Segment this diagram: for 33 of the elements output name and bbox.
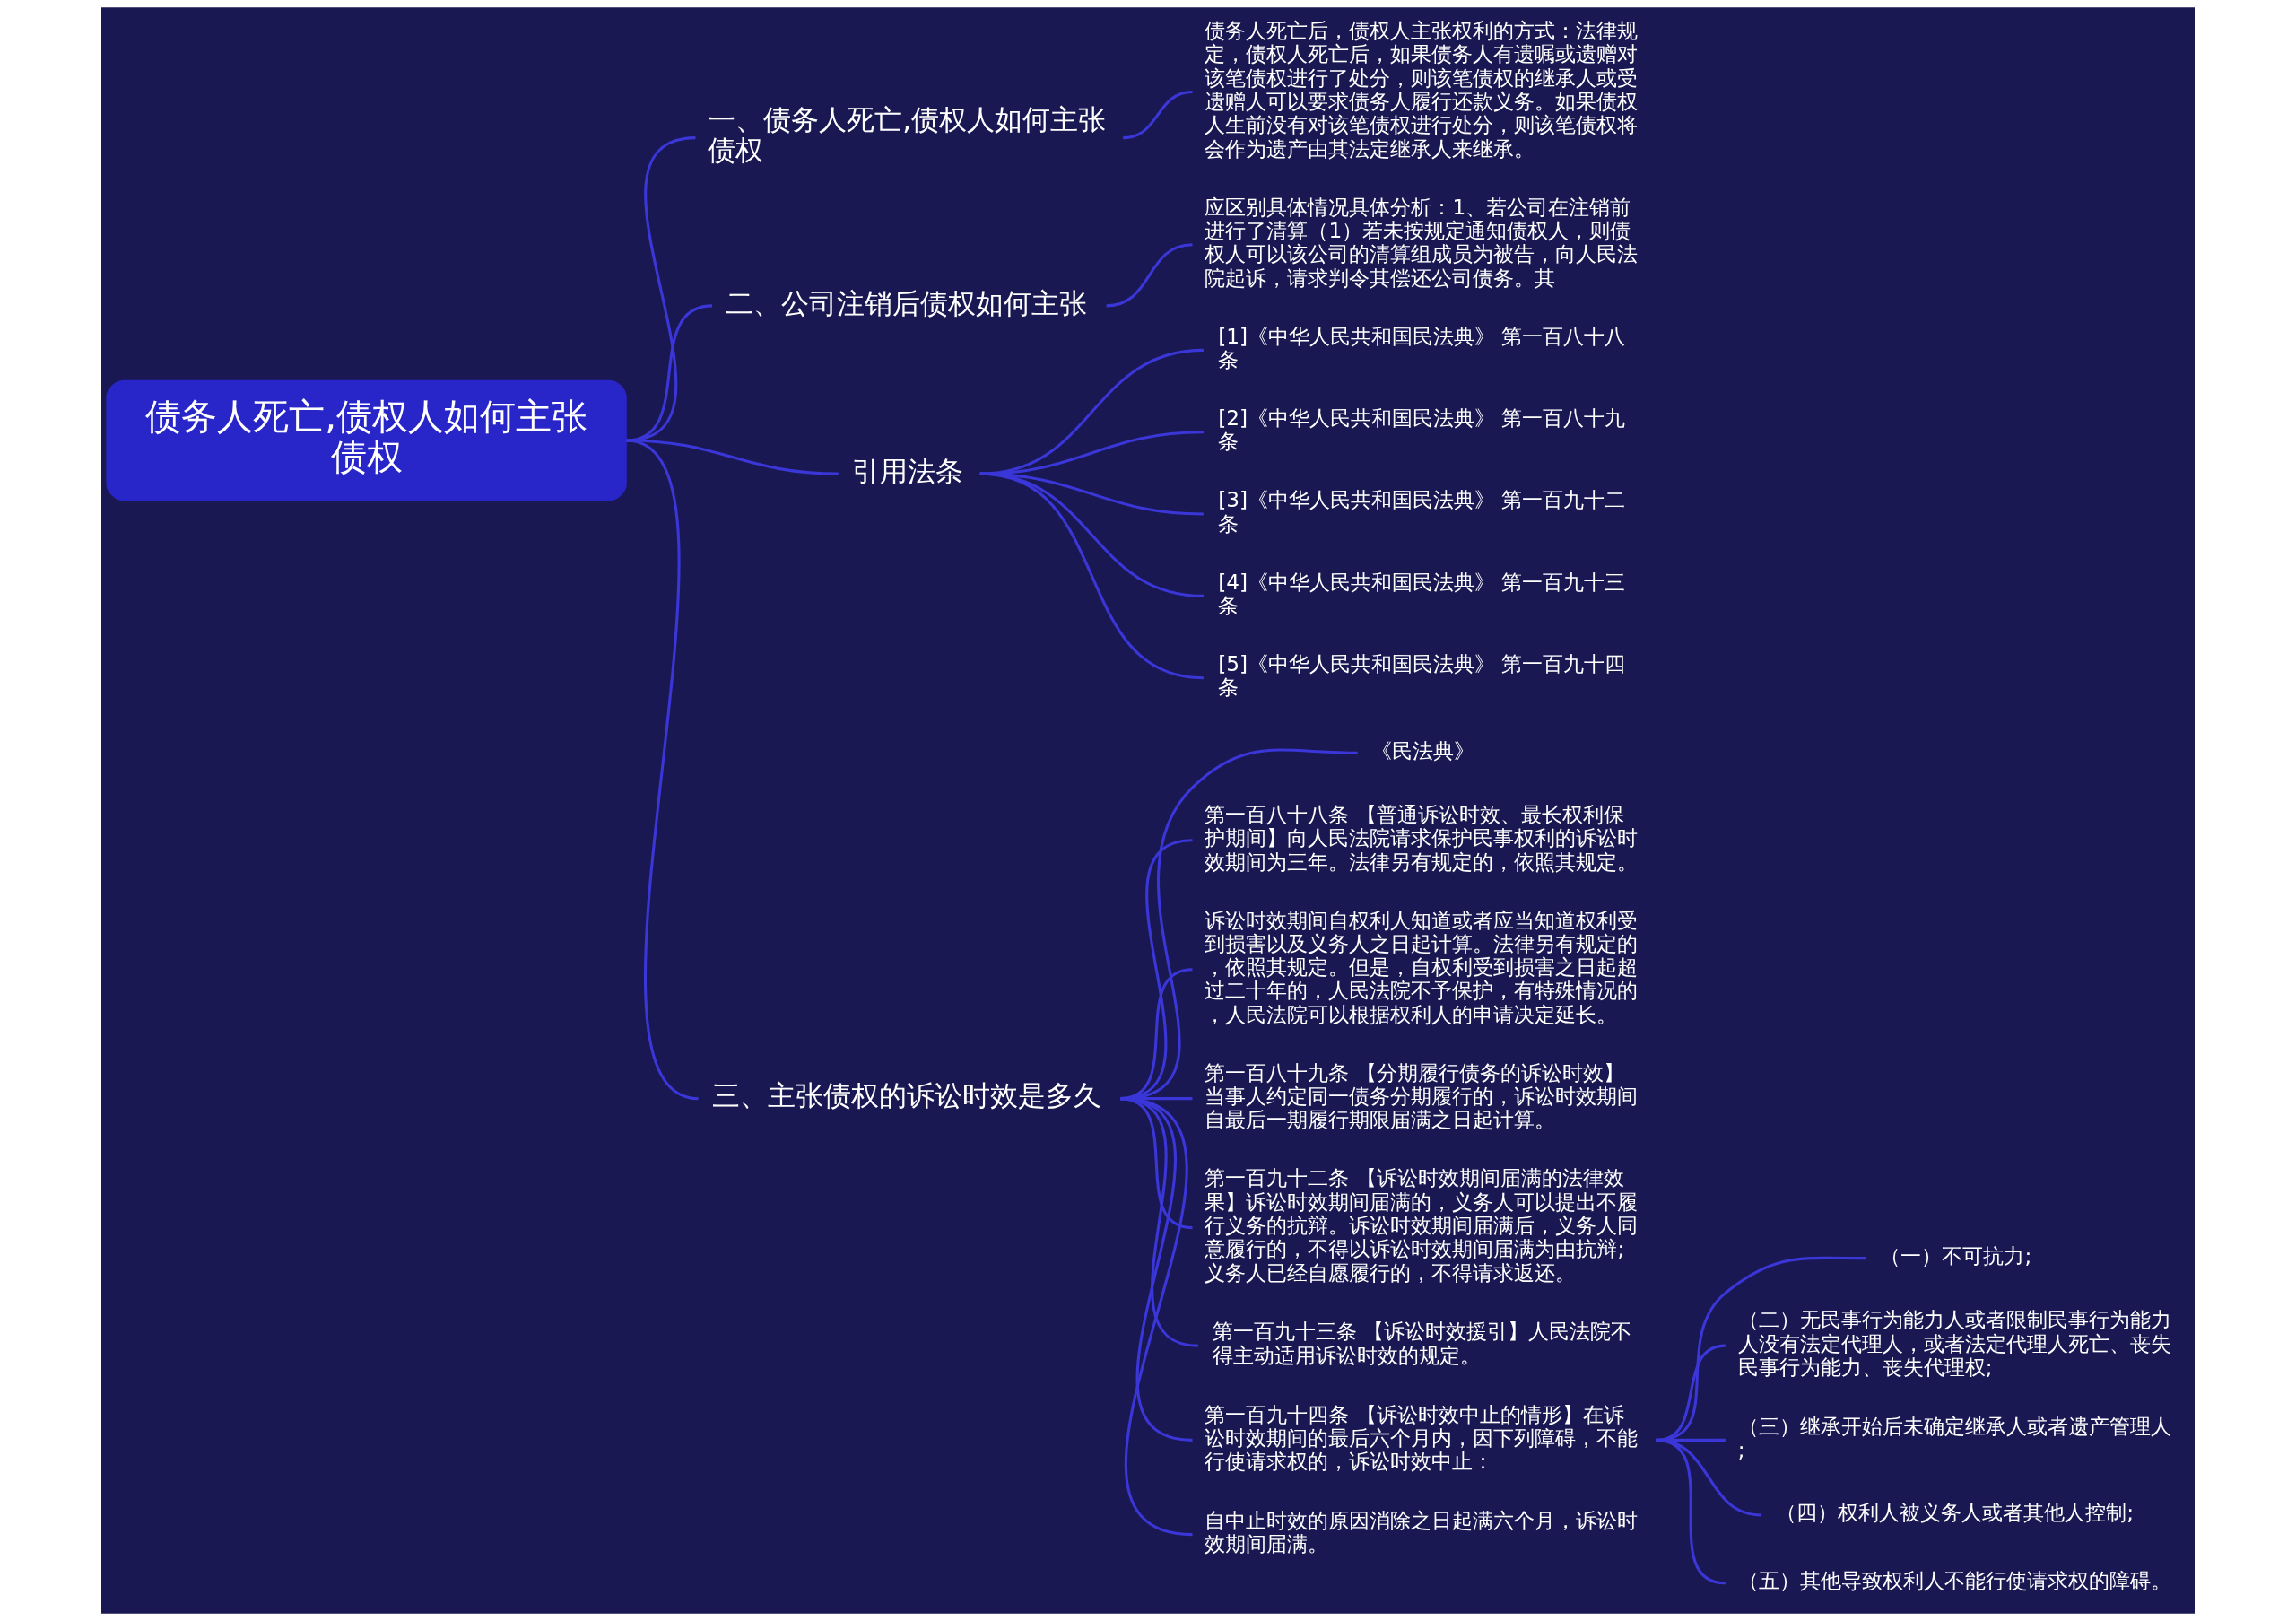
node-text: 第一百八十九条 【分期履行债务的诉讼时效】当事人约定同一债务分期履行的，诉讼时效期间自最后一期履行期限届满之日起计算。	[1205, 1059, 1639, 1132]
connector	[626, 439, 839, 475]
node-text: （二）无民事行为能力人或者限制民事行为能力人没有法定代理人，或者法定代理人死亡、丧失民事行为能力、丧失代理权;	[1737, 1307, 2171, 1379]
node-text: 第一百九十三条 【诉讼时效援引】人民法院不得主动适用诉讼时效的规定。	[1212, 1319, 1632, 1367]
connector	[1122, 91, 1193, 140]
node-text: [4]《中华人民共和国民法典》 第一百九十三条	[1218, 569, 1626, 617]
node-text: [1]《中华人民共和国民法典》 第一百八十八条	[1218, 323, 1626, 371]
connector	[625, 439, 700, 1101]
node-text: 应区别具体情况具体分析：1、若公司在注销前进行了清算（1）若未按规定通知债权人，则债权人可以该公司的清算组成员为被告，向人民法院起诉，请求判令其偿还公司债务。其	[1205, 194, 1639, 290]
node-text: （三）继承开始后未确定继承人或者遗产管理人;	[1737, 1413, 2171, 1461]
connector	[1656, 1438, 1726, 1585]
node-text: 债务人死亡后，债权人主张权利的方式：法律规定，债权人死亡后，如果债务人有遗嘱或遗赠对该笔债权进行了处分，则该笔债权的继承人或受遗赠人可以要求债务人履行还款义务。如果债权人生前没有对该笔债权进行处分，则该笔债权将会作为遗产由其法定继承人来继承。	[1205, 18, 1639, 161]
node-text: 引用法条	[852, 454, 964, 487]
node-text: 《民法典》	[1371, 737, 1475, 763]
node-text: （五）其他导致权利人不能行使请求权的障碍。	[1737, 1568, 2171, 1593]
node-text: [3]《中华人民共和国民法典》 第一百九十二条	[1218, 487, 1626, 536]
node-text: 二、公司注销后债权如何主张	[726, 286, 1088, 319]
node-text: 第一百八十八条 【普通诉讼时效、最长权利保护期间】向人民法院请求保护民事权利的诉讼时效期间为三年。法律另有规定的，依照其规定。	[1205, 801, 1639, 874]
node-text: 自中止时效的原因消除之日起满六个月，诉讼时效期间届满。	[1205, 1507, 1639, 1556]
node-text: 第一百九十四条 【诉讼时效中止的情形】在诉讼时效期间的最后六个月内，因下列障碍，不能行使请求权的，诉讼时效中止：	[1205, 1401, 1639, 1474]
connector	[1106, 243, 1193, 308]
node-text: 三、主张债权的诉讼时效是多久	[712, 1079, 1102, 1112]
node-text: （四）权利人被义务人或者其他人控制;	[1776, 1500, 2135, 1525]
node-text: 诉讼时效期间自权利人知道或者应当知道权利受到损害以及义务人之日起计算。法律另有规定的，依照其规定。但是，自权利受到损害之日起超过二十年的，人民法院不予保护，有特殊情况的，人民法院可以根据权利人的申请决定延长。	[1205, 907, 1639, 1026]
node-text: 一、债务人死亡,债权人如何主张债权	[708, 103, 1107, 167]
node-text: （一）不可抗力;	[1880, 1243, 2032, 1268]
connector	[1119, 1097, 1193, 1537]
connector	[625, 304, 713, 442]
node-text: 第一百九十二条 【诉讼时效期间届满的法律效果】诉讼时效期间届满的，义务人可以提出不履行义务的抗辩。诉讼时效期间届满后，义务人同意履行的，不得以诉讼时效期间届满为由抗辩;义务人已经自愿履行的，不得请求返还。	[1205, 1165, 1639, 1285]
node-text: [2]《中华人民共和国民法典》 第一百八十九条	[1218, 405, 1626, 454]
connector	[979, 472, 1205, 680]
node-box: 债务人死亡,债权人如何主张债权	[106, 379, 627, 501]
node-text: [5]《中华人民共和国民法典》 第一百九十四条	[1218, 650, 1626, 700]
